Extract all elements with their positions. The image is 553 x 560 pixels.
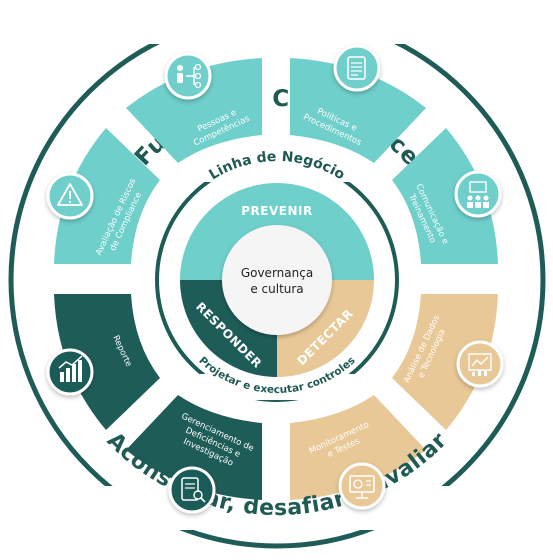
segment-gerenciamento[interactable] (126, 395, 262, 500)
segment-comunicacao[interactable] (392, 128, 498, 264)
center-line2: e cultura (250, 282, 303, 296)
monitor-chart-icon (338, 462, 386, 510)
training-presentation-icon (454, 170, 502, 218)
center-line1: Governança (241, 266, 313, 280)
segment-politicas[interactable] (290, 58, 426, 163)
warning-icon (46, 172, 94, 220)
data-chart-icon (456, 340, 504, 388)
document-icon (333, 44, 381, 92)
segment-avaliacao[interactable] (54, 128, 160, 264)
segment-reporte[interactable] (54, 294, 160, 430)
core-prevenir-label: PREVENIR (241, 204, 312, 218)
center-circle (222, 225, 332, 335)
people-network-icon (164, 52, 212, 100)
segment-monitoramento[interactable] (290, 395, 426, 500)
segment-analise[interactable] (392, 294, 498, 430)
bar-chart-icon (46, 348, 94, 396)
report-search-icon (168, 466, 216, 514)
segment-pessoas[interactable] (126, 58, 262, 163)
